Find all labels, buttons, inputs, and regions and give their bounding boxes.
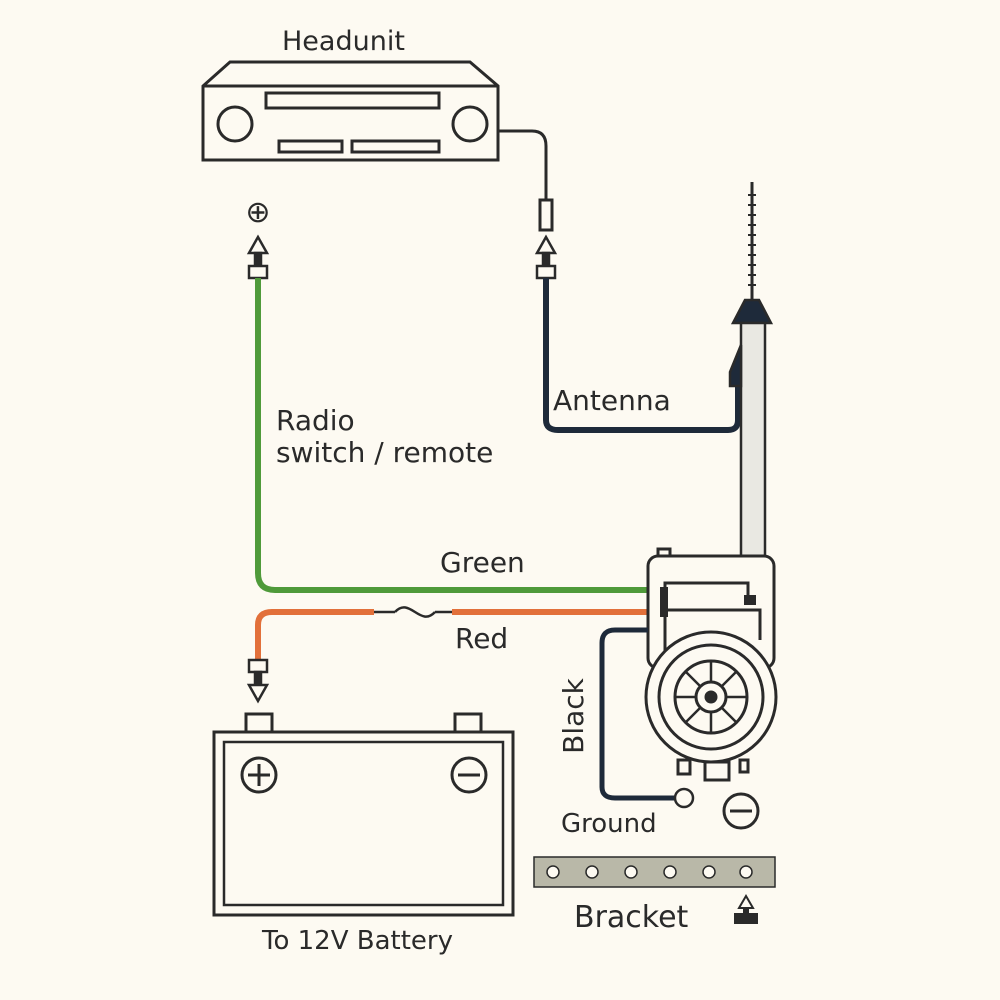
headunit: [201, 60, 500, 162]
black-wire: [599, 627, 676, 801]
radio-switch-line2: switch / remote: [276, 436, 494, 470]
bracket: [533, 856, 776, 888]
connector-battery: [246, 658, 270, 704]
red-wire-label: Red: [455, 622, 509, 655]
connector-positive: [246, 234, 270, 280]
ground-label: Ground: [561, 809, 657, 839]
fuse-symbol: [394, 606, 436, 618]
antenna-mast: [728, 182, 774, 560]
green-wire: [255, 278, 648, 593]
green-wire-label: Green: [440, 546, 525, 579]
bracket-label: Bracket: [574, 900, 689, 935]
radio-switch-label: Radio switch / remote: [276, 404, 494, 470]
headunit-antenna-lead: [498, 129, 554, 232]
antenna-motor: [644, 547, 778, 782]
radio-switch-line1: Radio: [276, 404, 355, 437]
connector-antenna: [534, 234, 558, 280]
bracket-screw-icon: [734, 894, 758, 924]
red-wire: [255, 606, 648, 660]
positive-terminal-icon: ⊕: [245, 195, 271, 230]
antenna-label: Antenna: [553, 384, 671, 417]
black-wire-label: Black: [556, 678, 590, 754]
battery-label: To 12V Battery: [262, 926, 454, 956]
antenna-wire: [543, 278, 741, 433]
headunit-label: Headunit: [282, 26, 405, 57]
ground-terminal: [673, 787, 695, 809]
battery: [212, 712, 515, 917]
ground-minus-icon: [722, 792, 760, 830]
